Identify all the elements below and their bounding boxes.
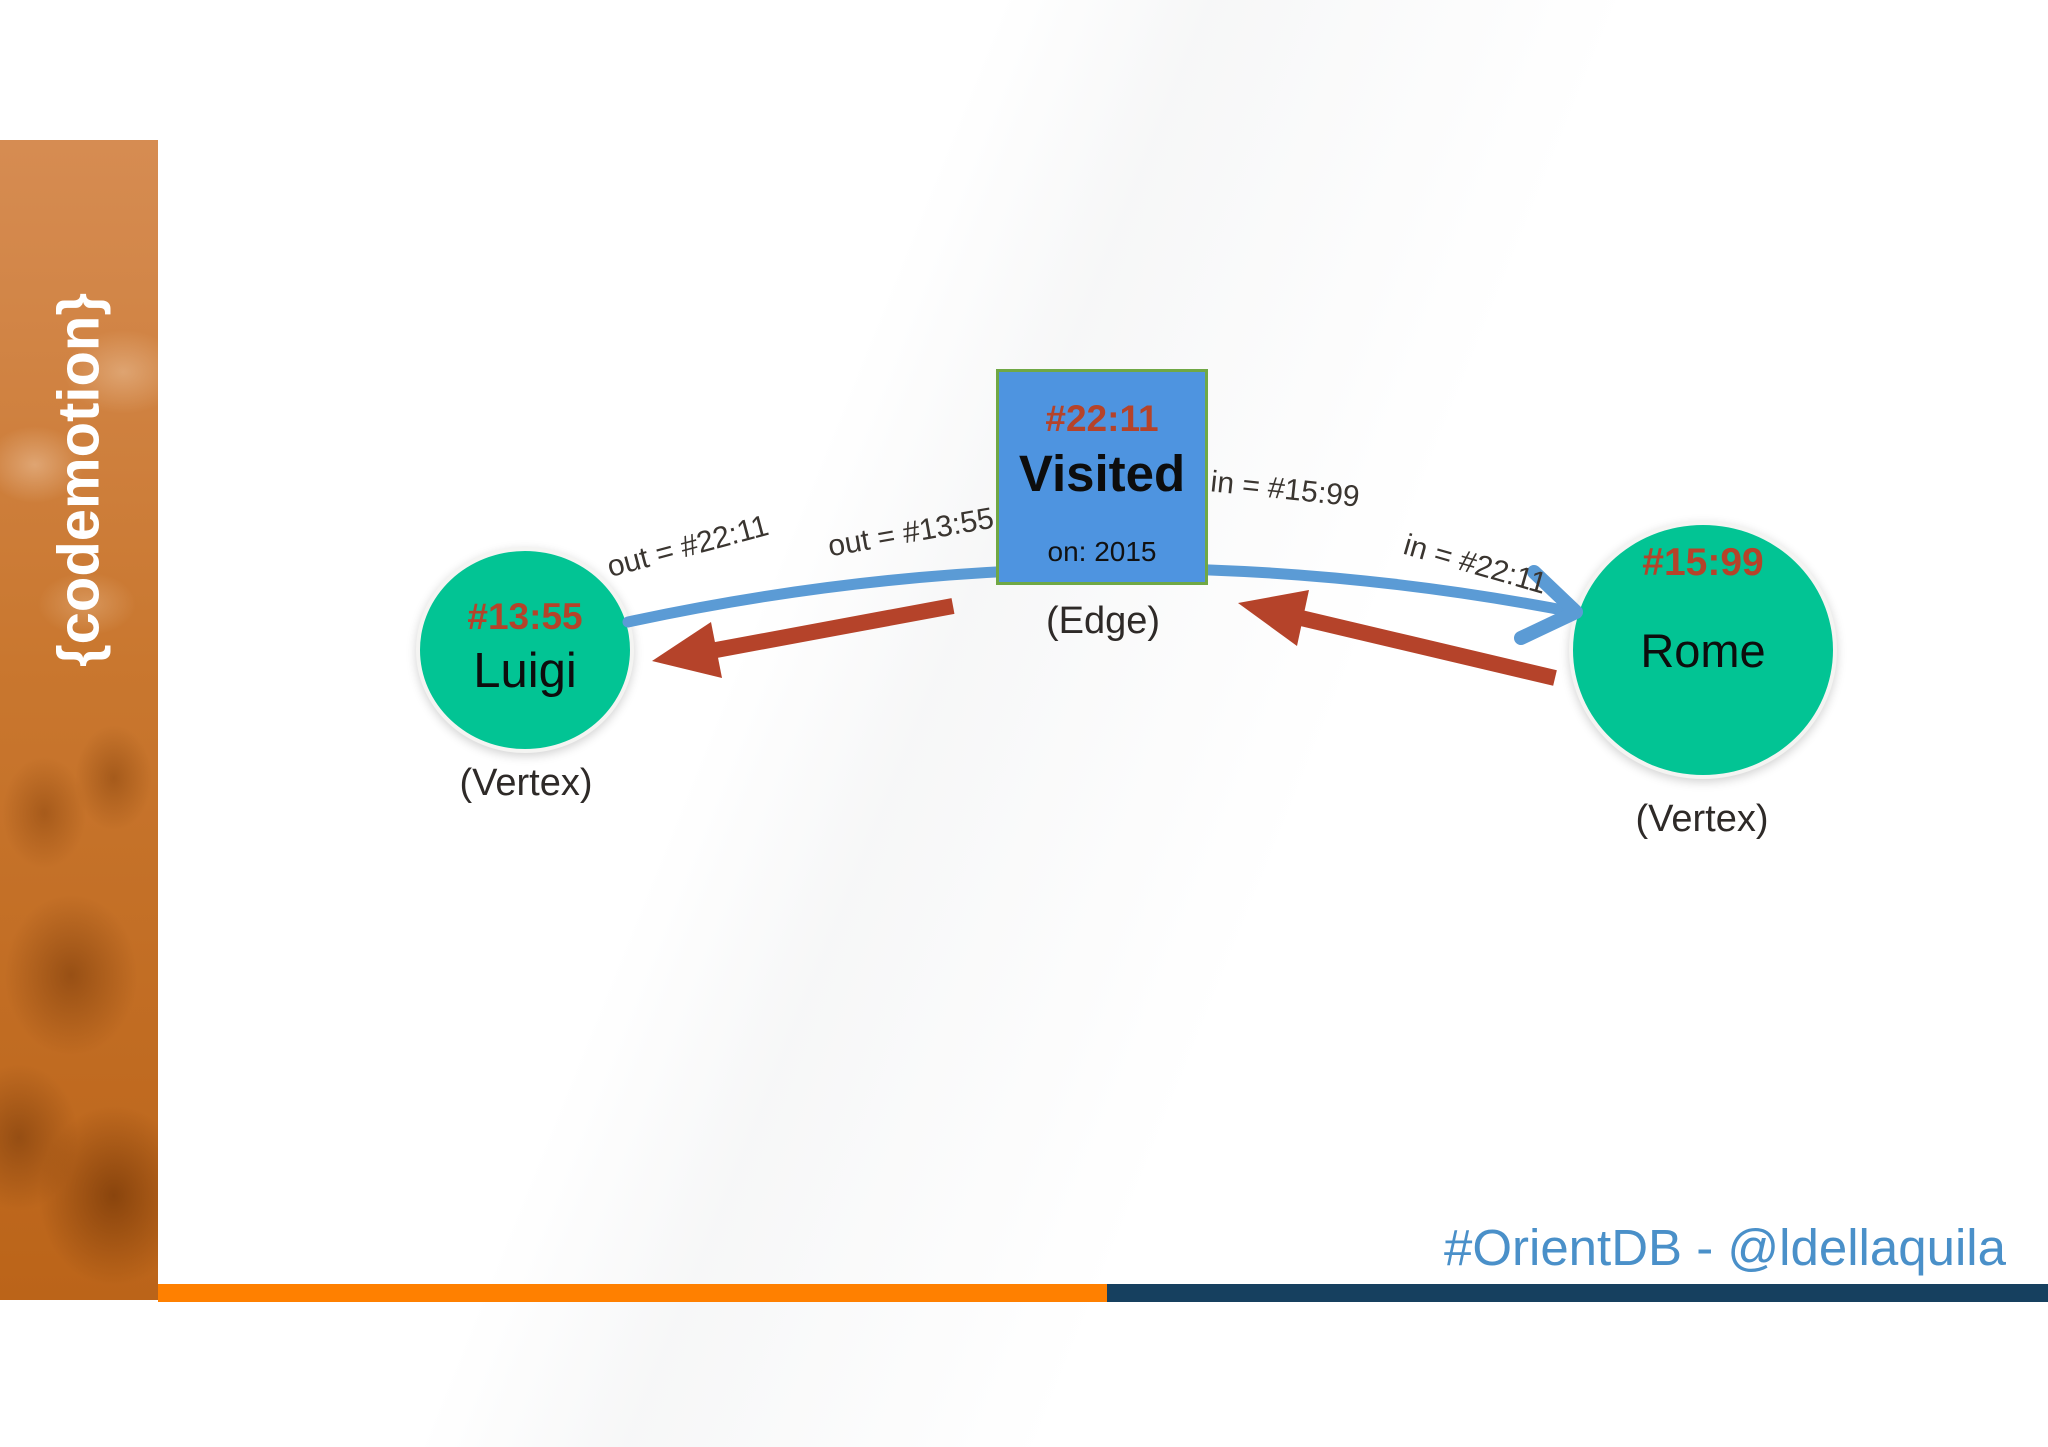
vertex-luigi-rid: #13:55 [467,596,583,637]
edge-visited-name: Visited [1018,445,1186,502]
vertex-rome-rid: #15:99 [1642,541,1764,584]
footer-bar-navy [1107,1284,2048,1302]
caption-vertex-right: (Vertex) [1635,798,1769,840]
in-pointer-arrowhead-icon [1238,590,1309,646]
out-pointer-shaft [714,598,955,658]
caption-vertex-left: (Vertex) [459,762,593,804]
edge-direction-arrowhead-icon [1514,565,1583,645]
vertex-rome-name: Rome [1640,624,1766,677]
footer-handle-text: #OrientDB - @ldellaquila [1443,1219,2006,1276]
in-pointer-shaft [1299,610,1557,686]
vertex-rome: #15:99 Rome [1569,521,1837,779]
vertex-luigi-name: Luigi [473,644,577,698]
edge-visited-box: #22:11 Visited on: 2015 [996,369,1208,585]
out-pointer-arrowhead-icon [652,622,722,678]
codemotion-sidebar: {codemotion} [0,140,158,1300]
vertex-luigi: #13:55 Luigi [416,547,634,753]
crowd-photo [0,140,158,1300]
edge-visited-rid: #22:11 [1045,398,1159,439]
footer-bar-orange [158,1284,1107,1302]
edge-visited-property: on: 2015 [1047,536,1157,567]
caption-edge: (Edge) [1045,600,1161,642]
